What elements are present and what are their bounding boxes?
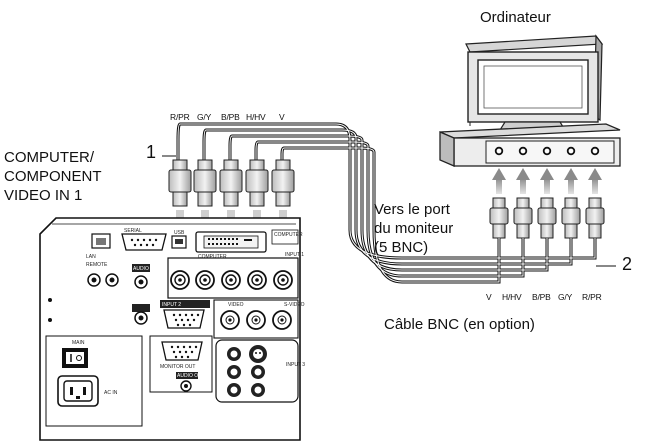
svg-text:LAN: LAN <box>86 254 96 260</box>
computer-connector-label-b: B/PB <box>532 292 551 302</box>
monitor-port-label: Vers le port du moniteur (5 BNC) <box>374 200 453 257</box>
computer-title: Ordinateur <box>480 9 551 26</box>
svg-text:COMPUTER: COMPUTER <box>274 232 303 238</box>
computer-bnc-ports <box>494 146 600 156</box>
svg-text:S-VIDEO: S-VIDEO <box>284 302 305 308</box>
svg-text:VIDEO: VIDEO <box>228 302 244 308</box>
projector-side-bnc-plugs <box>168 159 295 207</box>
svg-text:AC IN: AC IN <box>104 390 118 396</box>
ac-power-inlet <box>57 375 99 407</box>
computer-connector-label-v: V <box>486 292 492 302</box>
svg-text:AUDIO OUT: AUDIO OUT <box>177 373 205 379</box>
port-label-line-1: Vers le port <box>374 201 450 218</box>
callout-1: 1 <box>146 142 157 162</box>
port-label-line-3: (5 BNC) <box>374 239 429 256</box>
svg-text:REMOTE: REMOTE <box>86 262 108 268</box>
computer-connector-label-g: G/Y <box>558 292 573 302</box>
projector-rear-panel: COMPUTER SERIAL USB COMPUTER LAN REMOTE … <box>39 217 305 441</box>
svg-text:INPUT 2: INPUT 2 <box>162 302 181 308</box>
input-label-line-3: VIDEO IN 1 <box>4 187 83 204</box>
dvi-port <box>195 231 267 253</box>
svg-text:INPUT 3: INPUT 3 <box>286 362 305 368</box>
projector-connector-label-g: G/Y <box>197 112 212 122</box>
projector-connector-label-b: B/PB <box>221 112 240 122</box>
svg-text:MAIN: MAIN <box>72 340 85 346</box>
upward-arrows <box>492 168 602 194</box>
main-power-switch <box>62 348 88 368</box>
svg-text:INPUT 1: INPUT 1 <box>285 252 304 258</box>
svg-text:AUDIO IN: AUDIO IN <box>133 266 156 272</box>
computer-side-bnc-plugs <box>489 197 605 239</box>
computer-illustration <box>439 34 621 167</box>
serial-port <box>121 233 167 251</box>
computer-connector-label-h: H/HV <box>502 292 522 302</box>
projector-bnc-inputs <box>170 270 293 290</box>
projector-connector-label-r: R/PR <box>170 112 190 122</box>
projector-connector-label-v: V <box>279 112 285 122</box>
port-label-line-2: du moniteur <box>374 220 454 237</box>
projector-connector-label-h: H/HV <box>246 112 266 122</box>
cable-caption: Câble BNC (en option) <box>384 316 535 333</box>
computer-connector-label-r: R/PR <box>582 292 602 302</box>
input-label: COMPUTER/ COMPONENT VIDEO IN 1 <box>4 148 102 205</box>
callout-2: 2 <box>622 254 633 274</box>
input-label-line-2: COMPONENT <box>4 168 102 185</box>
svg-text:SERIAL: SERIAL <box>124 228 142 234</box>
input-label-line-1: COMPUTER/ <box>4 149 94 166</box>
svg-text:MONITOR OUT: MONITOR OUT <box>160 364 195 370</box>
svg-text:USB: USB <box>174 230 185 236</box>
svg-text:COMPUTER: COMPUTER <box>198 254 227 260</box>
